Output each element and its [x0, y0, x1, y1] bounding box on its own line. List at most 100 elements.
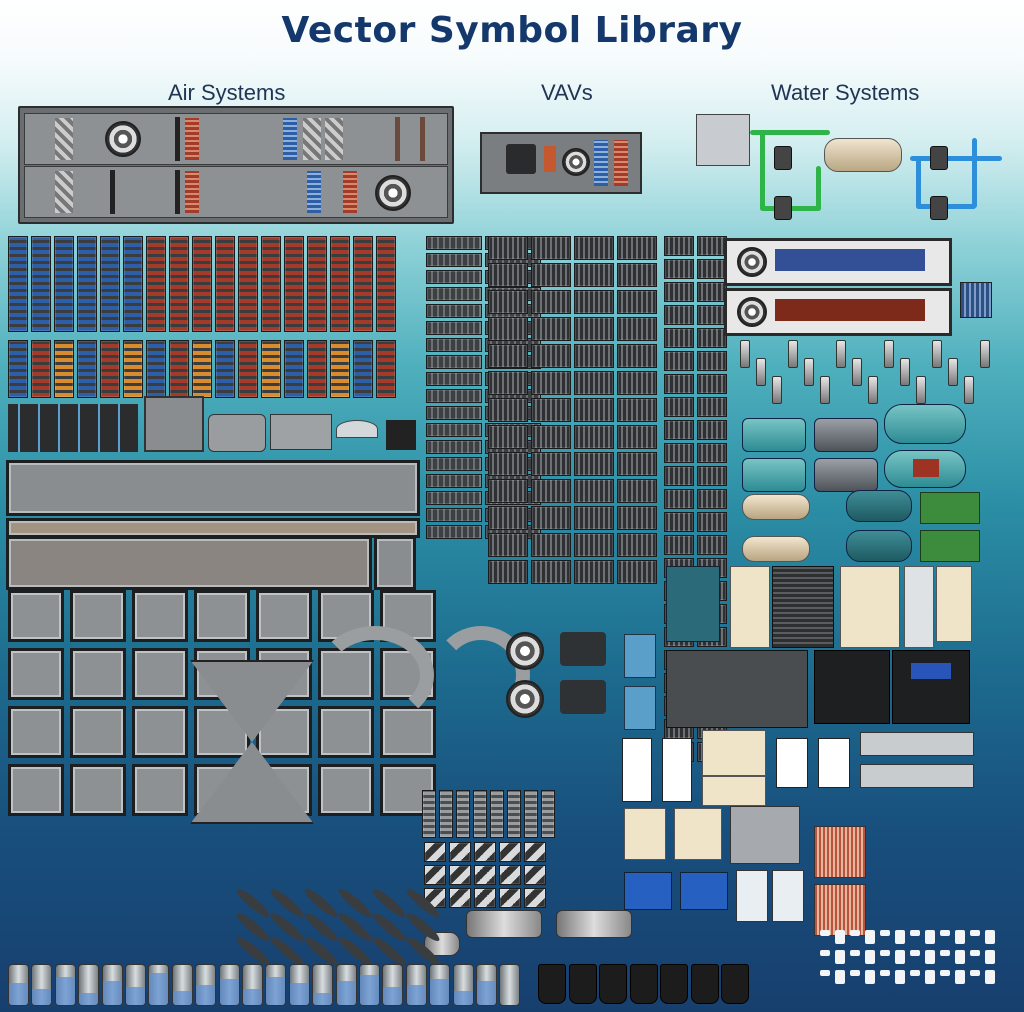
fan-icon: [562, 148, 590, 176]
fan-coil-icon[interactable]: [724, 238, 952, 286]
pipe-fitting-icon: [925, 930, 935, 944]
grille-icon: [617, 506, 657, 530]
cylinder-icon: [78, 964, 100, 1006]
v-filter-icon: [499, 842, 521, 862]
coil-icon: [353, 236, 373, 332]
cylinder-icon: [31, 964, 53, 1006]
bag-filter-icon: [541, 790, 555, 838]
cylinder-level: [430, 979, 450, 1005]
vfd-panel-icon: [920, 530, 980, 562]
bag-filter-icon: [490, 790, 504, 838]
pipe-fitting-icon: [850, 930, 860, 936]
coil-icon: [284, 236, 304, 332]
air-cooled-chiller-icon[interactable]: [666, 650, 808, 728]
v-filter-icon: [449, 865, 471, 885]
grille-icon: [574, 236, 614, 260]
boiler-icon[interactable]: [884, 404, 966, 444]
expansion-tank-icon: [736, 870, 768, 922]
pipe-fitting-icon: [895, 970, 905, 984]
chiller-icon[interactable]: [814, 418, 878, 452]
radiator-icon: [860, 732, 974, 756]
grille-icon: [617, 452, 657, 476]
coil-icon: [185, 171, 199, 213]
cabinet-icon: [666, 566, 720, 642]
sensor-icon: [820, 376, 830, 404]
valve-icon: [772, 376, 782, 404]
pipe-fitting-icon: [925, 950, 935, 964]
coil-icon: [261, 236, 281, 332]
heat-exchanger-icon: [960, 282, 992, 318]
louvre-icon: [426, 457, 482, 471]
coil-icon: [376, 236, 396, 332]
damper-icon[interactable]: [374, 536, 416, 590]
pipe-fitting-icon: [835, 930, 845, 944]
sensor-icon: [756, 358, 766, 386]
grille-icon: [531, 398, 571, 422]
chiller-plant-icon[interactable]: [694, 108, 1006, 220]
duct-icon[interactable]: [6, 518, 420, 538]
pipe-fitting-icon: [985, 930, 995, 944]
duct-fitting-icon: [70, 706, 126, 758]
grille-icon: [617, 479, 657, 503]
grille-icon: [488, 398, 528, 422]
cylinder-level: [243, 989, 262, 1005]
duct-fitting-icon: [70, 648, 126, 700]
cylinder-icon: [218, 964, 240, 1006]
sensor-icon: [916, 376, 926, 404]
grille-icon: [488, 344, 528, 368]
rooftop-unit-icon[interactable]: [892, 650, 970, 724]
v-filter-icon: [474, 888, 496, 908]
grille-icon: [531, 479, 571, 503]
cylinder-level: [9, 983, 28, 1005]
duct-icon[interactable]: [6, 460, 420, 516]
coil-icon: [146, 340, 166, 398]
duct-fitting-icon: [318, 764, 374, 816]
cylinder-icon: [452, 964, 474, 1006]
cabinet-icon: [702, 730, 766, 776]
grille-icon: [531, 344, 571, 368]
pipe-fitting-icon: [895, 930, 905, 944]
sensor-icon: [852, 358, 862, 386]
valve-icon: [932, 340, 942, 368]
coil-icon: [54, 236, 74, 332]
boiler-icon[interactable]: [884, 450, 966, 488]
v-filter-icon: [524, 888, 546, 908]
chiller-icon[interactable]: [742, 536, 810, 562]
cylinder-icon: [312, 964, 334, 1006]
cylinder-level: [79, 993, 99, 1005]
pipe-fitting-icon: [820, 950, 830, 956]
pipe-fitting-icon: [910, 950, 920, 956]
boiler-icon[interactable]: [846, 530, 912, 562]
grille-icon: [617, 290, 657, 314]
pipe-fitting-icon: [955, 930, 965, 944]
filter-bucket-icon: [599, 964, 627, 1004]
filter-icon: [55, 171, 73, 213]
filter-bucket-icon: [568, 964, 597, 1004]
boiler-icon[interactable]: [846, 490, 912, 522]
chiller-icon[interactable]: [742, 494, 810, 520]
cooling-tower-icon: [730, 806, 800, 864]
grille-icon: [664, 282, 694, 302]
valve-icon: [964, 376, 974, 404]
vav-box-icon[interactable]: [480, 132, 642, 194]
air-handling-unit-icon[interactable]: [18, 106, 454, 224]
fan-housing-icon: [208, 414, 266, 452]
filter-icon: [303, 118, 321, 160]
pipe-fitting-icon: [985, 950, 995, 964]
chiller-icon[interactable]: [742, 458, 806, 492]
grille-icon: [664, 489, 694, 509]
coil-icon: [284, 340, 304, 398]
duct-icon[interactable]: [6, 536, 372, 590]
fan-coil-icon[interactable]: [724, 288, 952, 336]
pipe-fitting-icon: [940, 930, 950, 936]
grille-icon: [574, 317, 614, 341]
cylinder-level: [477, 981, 496, 1005]
rooftop-unit-icon[interactable]: [814, 650, 890, 724]
grille-icon: [697, 305, 727, 325]
chiller-icon[interactable]: [742, 418, 806, 452]
grille-icon: [574, 533, 614, 557]
chiller-icon[interactable]: [814, 458, 878, 492]
cylinder-icon: [335, 964, 357, 1006]
coil-icon: [123, 236, 143, 332]
pipe-fitting-icon: [955, 950, 965, 964]
